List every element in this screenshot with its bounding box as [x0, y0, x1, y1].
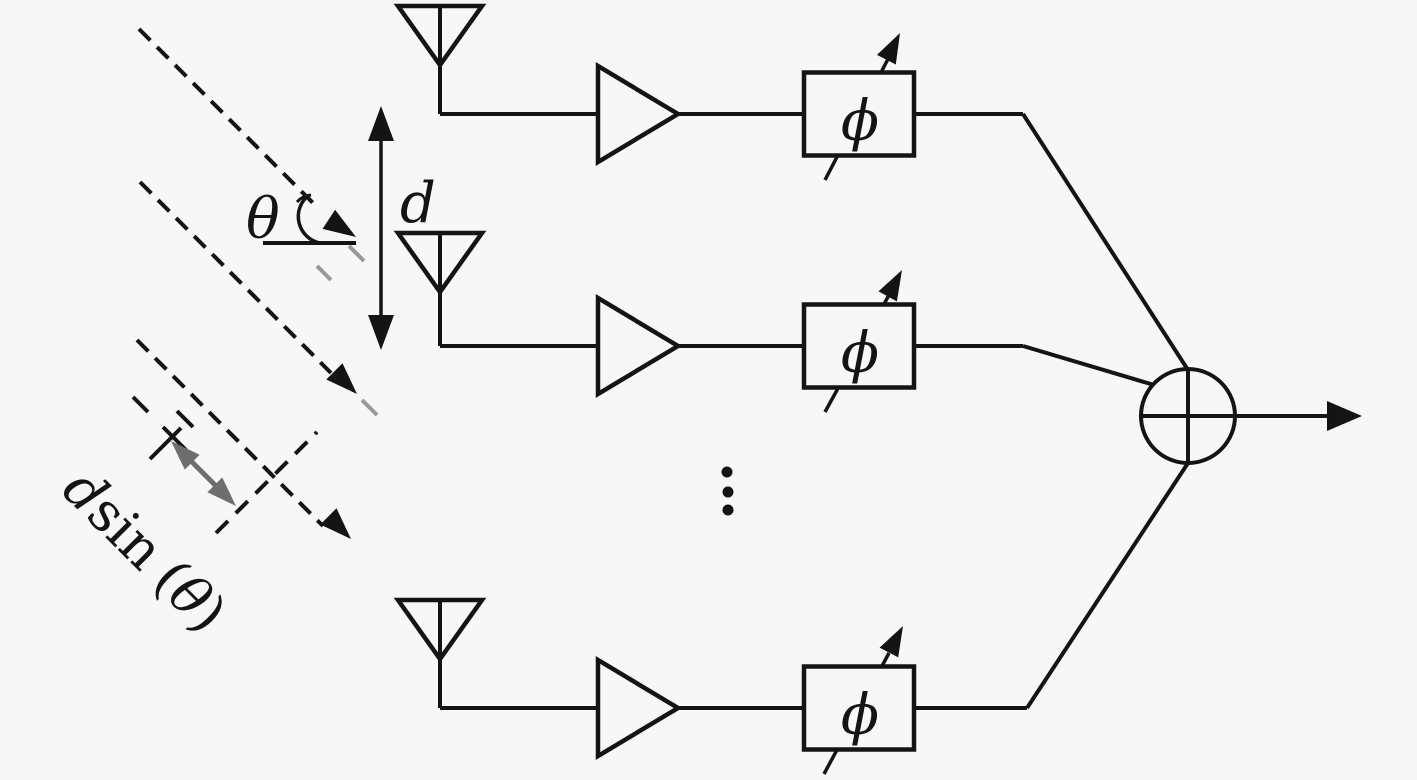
wire-to-combiner	[1025, 461, 1190, 710]
ellipsis-dot	[722, 504, 734, 516]
array-branch-2: ϕ	[393, 230, 1155, 413]
spacing-arrowhead-down-icon	[368, 315, 394, 350]
spacing-label: d	[400, 171, 436, 236]
faded-dash	[347, 244, 366, 263]
spacing-arrowhead-up-icon	[368, 106, 394, 141]
element-spacing-arrow: d	[368, 106, 436, 350]
faded-dash	[315, 264, 333, 282]
wave-ray-2-dashed-line	[138, 180, 333, 375]
theta-angle-annotation: θ	[246, 187, 356, 252]
wave-ray-1-dashed-line	[137, 27, 321, 211]
ellipsis-dot	[722, 486, 734, 498]
phase-symbol: ϕ	[841, 683, 879, 748]
wavefront-ticks	[131, 395, 319, 535]
lead-in-dash	[131, 395, 150, 414]
array-branch-3: ϕ	[393, 461, 1190, 775]
output-arrow	[1235, 401, 1362, 431]
lead-in-dash	[175, 409, 195, 429]
faded-ray-continuation-dashes	[315, 244, 379, 417]
wavefront-tick-upper	[148, 426, 183, 461]
theta-label: θ	[246, 187, 280, 252]
output-arrowhead-icon	[1327, 401, 1362, 431]
amplifier-icon	[595, 656, 683, 760]
phase-symbol: ϕ	[841, 321, 879, 386]
angle-arc-hook	[295, 193, 312, 204]
path-difference-label: dsin(θ)	[51, 457, 239, 645]
ellipsis-dot	[721, 466, 733, 478]
wave-ray-3-arrowhead-icon	[320, 508, 351, 539]
wave-ray-1-arrowhead-icon	[322, 209, 356, 237]
wave-ray-3-dashed-line	[135, 338, 325, 528]
amplifier-icon	[595, 62, 683, 166]
array-branch-1: ϕ	[393, 3, 1190, 372]
phase-adjust-arrowhead-icon	[878, 270, 902, 302]
path-difference-arrowhead-up-icon	[171, 441, 200, 470]
wave-ray-2-arrowhead-icon	[326, 363, 357, 394]
path-difference-arrow	[171, 441, 236, 506]
wavefront-tick-lower	[214, 430, 319, 535]
path-difference-annotation: dsin(θ)	[51, 395, 319, 645]
vertical-ellipsis-dots	[721, 466, 734, 516]
phase-symbol: ϕ	[841, 89, 879, 154]
plane-wave-rays	[135, 27, 379, 539]
angle-arc	[296, 193, 321, 245]
amplifier-icon	[595, 294, 683, 398]
phase-adjust-arrowhead-icon	[877, 33, 900, 65]
wire-to-combiner	[1021, 112, 1190, 372]
combiner	[1139, 367, 1237, 465]
faded-dash	[360, 398, 379, 417]
wire-to-combiner	[1022, 344, 1155, 387]
phase-adjust-arrowhead-icon	[879, 626, 903, 658]
path-difference-arrowhead-down-icon	[207, 477, 236, 506]
